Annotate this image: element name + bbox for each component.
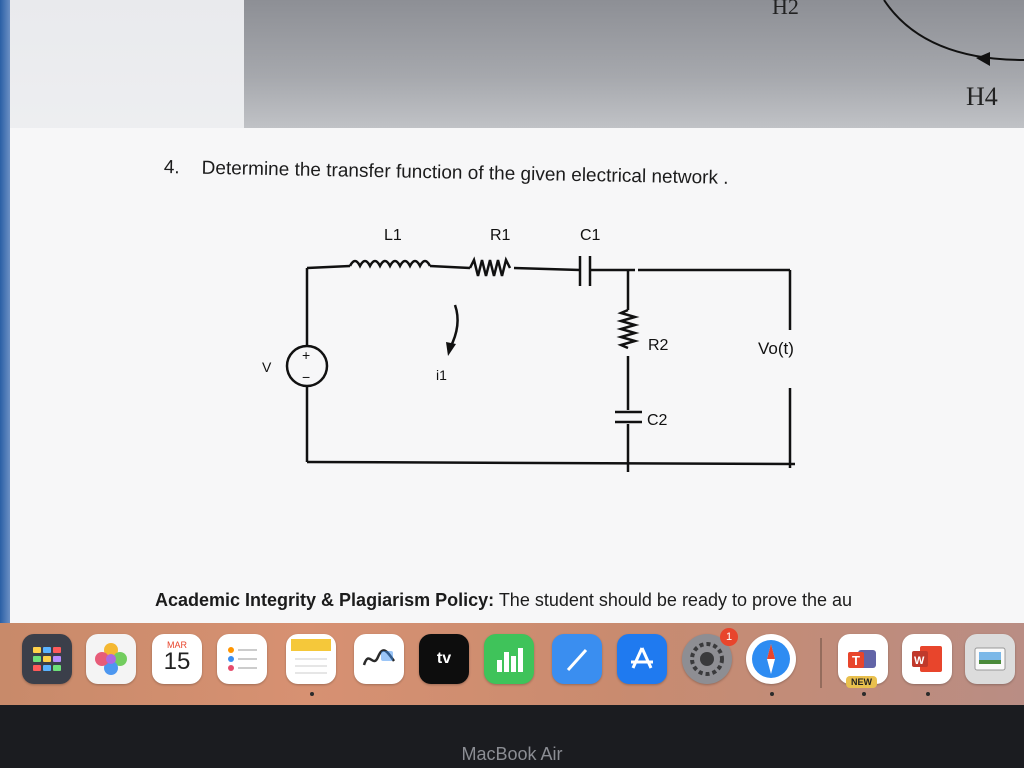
- calendar-month: MAR: [167, 640, 187, 650]
- running-indicator-teams: [862, 692, 866, 696]
- freeform-icon[interactable]: [354, 634, 404, 684]
- app-store-icon[interactable]: [617, 634, 667, 684]
- screen: H2 H4 4.Determine the transfer function …: [0, 0, 1024, 705]
- apple-tv-icon[interactable]: tv: [419, 634, 469, 684]
- calendar-icon[interactable]: MAR 15: [152, 634, 202, 684]
- svg-text:T: T: [852, 653, 860, 668]
- safari-icon[interactable]: [746, 634, 796, 684]
- document-page: [10, 128, 1024, 623]
- label-c2: C2: [647, 412, 668, 429]
- header-image: H2 H4: [244, 0, 1024, 128]
- label-h4: H4: [966, 82, 998, 111]
- policy-heading: Academic Integrity & Plagiarism Policy:: [155, 590, 495, 610]
- window-edge: [0, 0, 10, 640]
- word-icon[interactable]: W: [902, 634, 952, 684]
- label-r1: R1: [490, 227, 511, 244]
- label-output: Vo(t): [758, 339, 794, 358]
- current-arrow-icon: [448, 304, 459, 349]
- dock-separator: [820, 638, 822, 688]
- resistor-r2: [616, 308, 640, 350]
- label-current: i1: [436, 367, 447, 383]
- bezel-label: MacBook Air: [461, 744, 563, 764]
- arc-arrow-icon: [883, 0, 1024, 66]
- teams-new-tag: NEW: [846, 676, 877, 688]
- circuit-diagram: L1 R1 C1 R2 C2 V + − i1 Vo(t): [262, 227, 796, 472]
- launchpad-icon[interactable]: [22, 634, 72, 684]
- tv-label: tv: [436, 650, 452, 667]
- running-indicator-notes: [310, 692, 314, 696]
- preview-icon[interactable]: [965, 634, 1015, 684]
- question-number: 4.: [163, 157, 180, 179]
- policy-text: The student should be ready to prove the…: [498, 590, 853, 610]
- running-indicator-word: [926, 692, 930, 696]
- running-indicator-safari: [770, 692, 774, 696]
- pages-icon[interactable]: [552, 634, 602, 684]
- policy-line: Academic Integrity & Plagiarism Policy: …: [155, 590, 852, 611]
- label-minus: −: [302, 369, 310, 385]
- label-h2: H2: [772, 0, 799, 19]
- reminders-icon[interactable]: [217, 634, 267, 684]
- photos-icon[interactable]: [86, 634, 136, 684]
- label-l1: L1: [384, 227, 402, 244]
- notes-icon[interactable]: [286, 634, 336, 684]
- teams-icon[interactable]: T NEW: [838, 634, 888, 688]
- resistor-r1: [468, 256, 512, 277]
- label-r2: R2: [648, 337, 669, 354]
- calendar-day: 15: [163, 648, 191, 675]
- label-plus: +: [302, 347, 310, 363]
- numbers-icon[interactable]: [484, 634, 534, 684]
- voltage-source-icon: [285, 344, 329, 388]
- dock: MAR 15 tv 1 T: [14, 628, 1024, 696]
- label-c1: C1: [580, 227, 601, 244]
- label-source: V: [262, 359, 272, 375]
- inductor-l1: [348, 259, 432, 269]
- word-label: W: [914, 655, 925, 667]
- settings-badge: 1: [720, 628, 738, 646]
- system-settings-icon[interactable]: 1: [682, 628, 738, 684]
